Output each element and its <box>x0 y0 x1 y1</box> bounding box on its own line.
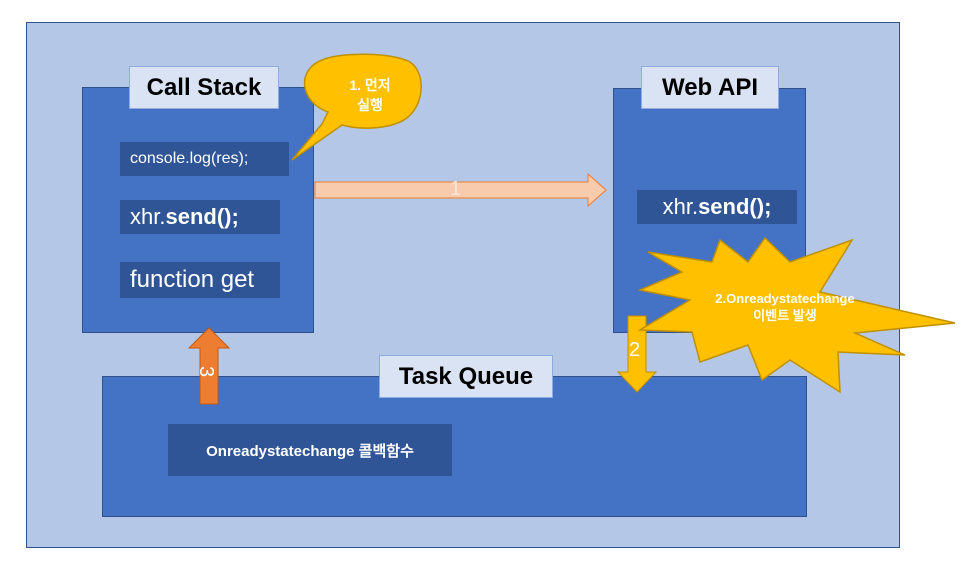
callout-event-line1: 2.Onreadystatechange <box>715 291 855 306</box>
call-stack-item-console-log: console.log(res); <box>120 142 289 176</box>
arrow-up-3 <box>187 327 231 405</box>
call-stack-title: Call Stack <box>129 66 279 109</box>
call-stack-item-text: console.log(res); <box>130 150 249 167</box>
speech-bubble-callout <box>291 53 422 161</box>
arrow-label-1: 1 <box>450 178 462 200</box>
call-stack-item-function-get: function get <box>120 262 280 298</box>
task-queue-item-callback: Onreadystatechange 콜백함수 <box>168 424 452 476</box>
task-queue-title: Task Queue <box>379 355 553 398</box>
call-stack-item-bold: send(); <box>165 204 239 229</box>
call-stack-item-text: function get <box>130 266 255 293</box>
call-stack-item-xhr-send: xhr.send(); <box>120 200 280 234</box>
web-api-item-xhr-send: xhr.send(); <box>637 190 797 224</box>
web-api-item-bold: send(); <box>698 194 772 219</box>
callout-first-run-text: 1. 먼저 실행 <box>330 75 410 115</box>
callout-first-run-line2: 실행 <box>357 97 383 113</box>
web-api-title: Web API <box>641 66 779 109</box>
call-stack-item-text: xhr. <box>130 204 166 229</box>
web-api-item-text: xhr. <box>662 194 699 219</box>
arrow-label-2: 2 <box>629 339 641 361</box>
arrow-right-1 <box>314 172 607 208</box>
arrow-label-3: 3 <box>195 365 218 378</box>
callout-event-text: 2.Onreadystatechange 이벤트 발생 <box>705 290 865 324</box>
callout-first-run-line1: 1. 먼저 <box>349 77 391 93</box>
arrow-down-2 <box>616 315 658 393</box>
callout-event-line2: 이벤트 발생 <box>753 308 817 323</box>
explosion-starburst-callout <box>637 236 956 394</box>
